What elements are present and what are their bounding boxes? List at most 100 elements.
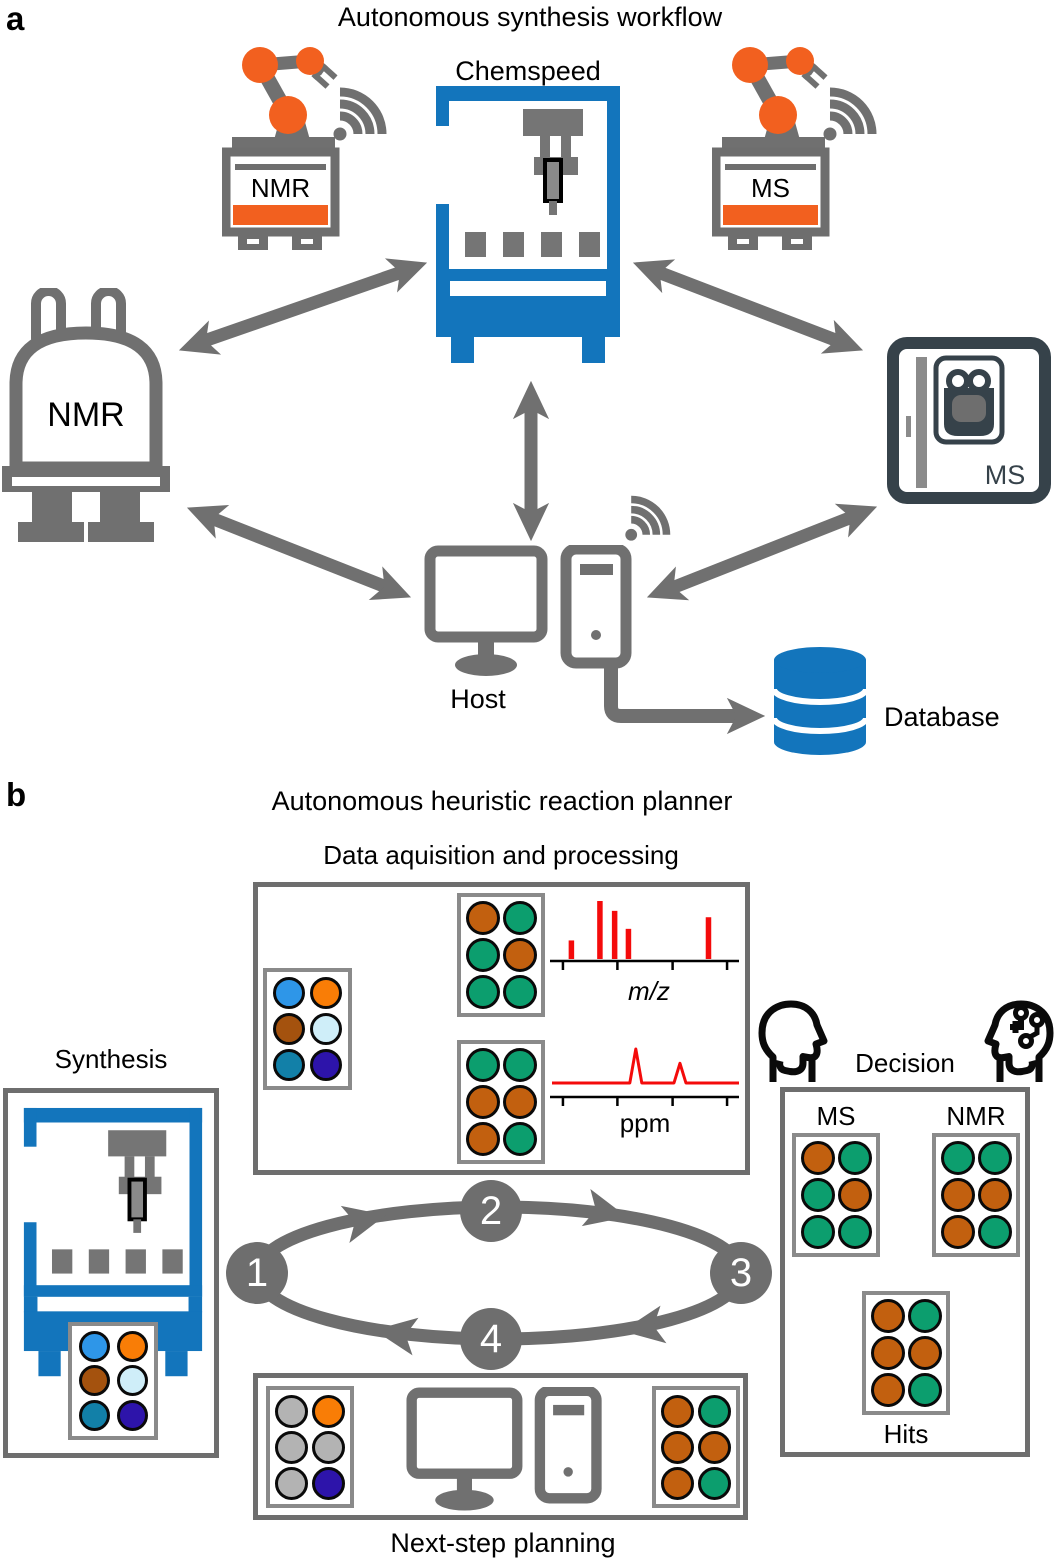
well-indigo — [310, 1049, 343, 1081]
well-paleblue — [116, 1365, 148, 1397]
well-rust — [661, 1394, 694, 1428]
well-rust — [837, 1177, 872, 1212]
ms-data-plate — [457, 893, 545, 1017]
ms-instrument-label: MS — [985, 460, 1026, 490]
database-icon — [772, 647, 868, 755]
well-rust — [940, 1177, 975, 1212]
database-label: Database — [884, 702, 1000, 732]
well-green — [502, 901, 537, 936]
well-green — [502, 1048, 537, 1083]
well-green — [800, 1214, 835, 1249]
well-green — [698, 1394, 731, 1428]
well-gray — [275, 1394, 308, 1428]
well-gray — [312, 1430, 345, 1464]
well-rust — [465, 901, 500, 936]
well-teal — [272, 1049, 305, 1081]
well-indigo — [312, 1466, 345, 1500]
decision-ms-label: MS — [816, 1101, 856, 1131]
well-green — [940, 1141, 975, 1176]
data-box-title: Data aquisition and processing — [323, 840, 679, 870]
cycle-node-2: 2 — [460, 1180, 522, 1242]
nmr-robot-label: NMR — [250, 173, 311, 203]
cycle-number-4: 4 — [479, 1316, 503, 1361]
host-icon — [424, 545, 634, 685]
well-green — [502, 974, 537, 1009]
well-green — [800, 1177, 835, 1212]
panel-b-label: b — [6, 776, 27, 813]
next-step-plate — [266, 1386, 354, 1508]
ms-robot-label: MS — [751, 173, 790, 203]
well-rust — [870, 1372, 905, 1407]
human-head-icon — [758, 1000, 828, 1082]
panel-b-title: Autonomous heuristic reaction planner — [271, 786, 733, 816]
ms-spectrum — [550, 901, 739, 970]
well-orange — [310, 977, 343, 1009]
well-blue — [78, 1330, 110, 1362]
cycle-node-3: 3 — [710, 1242, 772, 1304]
well-green — [837, 1141, 872, 1176]
arrow-host-ms — [646, 503, 878, 601]
well-gray — [275, 1466, 308, 1500]
well-teal — [78, 1400, 110, 1432]
arrow-chemspeed-host — [512, 380, 550, 542]
well-rust — [698, 1430, 731, 1464]
well-green — [465, 974, 500, 1009]
decision-label: Decision — [855, 1048, 955, 1078]
well-rust — [907, 1335, 942, 1370]
synthesis-label: Synthesis — [54, 1044, 168, 1074]
well-brown — [272, 1013, 305, 1045]
well-rust — [661, 1466, 694, 1500]
nmr-decision-plate — [932, 1133, 1020, 1257]
well-blue — [272, 977, 305, 1009]
nmr-magnet-label: NMR — [47, 396, 124, 434]
well-orange — [312, 1394, 345, 1428]
host-label: Host — [450, 684, 506, 714]
hits-label: Hits — [883, 1419, 929, 1449]
nmr-data-plate — [457, 1040, 545, 1164]
chemspeed-label: Chemspeed — [455, 56, 601, 86]
planning-computer-icon — [406, 1387, 604, 1519]
well-green — [698, 1466, 731, 1500]
arrow-chemspeed-msrobot — [632, 259, 864, 354]
well-rust — [465, 1084, 500, 1119]
well-green — [465, 1048, 500, 1083]
ms-instrument-icon: MS — [887, 337, 1051, 504]
synthesis-plate — [68, 1322, 158, 1440]
well-rust — [502, 937, 537, 972]
well-paleblue — [310, 1013, 343, 1045]
well-green — [977, 1141, 1012, 1176]
cycle-node-1: 1 — [226, 1242, 288, 1304]
nmr-spectrum — [550, 1047, 739, 1106]
decision-nmr-label: NMR — [946, 1101, 1006, 1131]
ms-decision-plate — [792, 1133, 880, 1257]
panel-a-label: a — [6, 0, 25, 37]
hits-plate — [862, 1291, 950, 1415]
well-green — [837, 1214, 872, 1249]
well-brown — [78, 1365, 110, 1397]
ms-spectrum-xlabel: m/z — [628, 976, 670, 1006]
cycle-number-3: 3 — [729, 1250, 753, 1295]
host-wifi-icon — [606, 476, 690, 560]
well-rust — [502, 1084, 537, 1119]
well-gray — [275, 1430, 308, 1464]
well-green — [907, 1372, 942, 1407]
nmr-magnet-icon: NMR — [2, 288, 170, 542]
well-green — [502, 1121, 537, 1156]
well-green — [465, 937, 500, 972]
well-rust — [977, 1177, 1012, 1212]
ai-head-icon — [984, 1000, 1054, 1082]
well-rust — [800, 1141, 835, 1176]
cycle-number-1: 1 — [245, 1250, 269, 1295]
well-rust — [661, 1430, 694, 1464]
well-rust — [870, 1335, 905, 1370]
well-orange — [116, 1330, 148, 1362]
ms-robot-icon — [712, 38, 890, 252]
chemspeed-icon — [433, 84, 623, 371]
cycle-node-4: 4 — [460, 1308, 522, 1370]
cycle-number-2: 2 — [479, 1188, 503, 1233]
well-green — [977, 1214, 1012, 1249]
nmr-spectrum-xlabel: ppm — [619, 1108, 671, 1138]
well-indigo — [116, 1400, 148, 1432]
arrow-host-database — [604, 668, 766, 735]
